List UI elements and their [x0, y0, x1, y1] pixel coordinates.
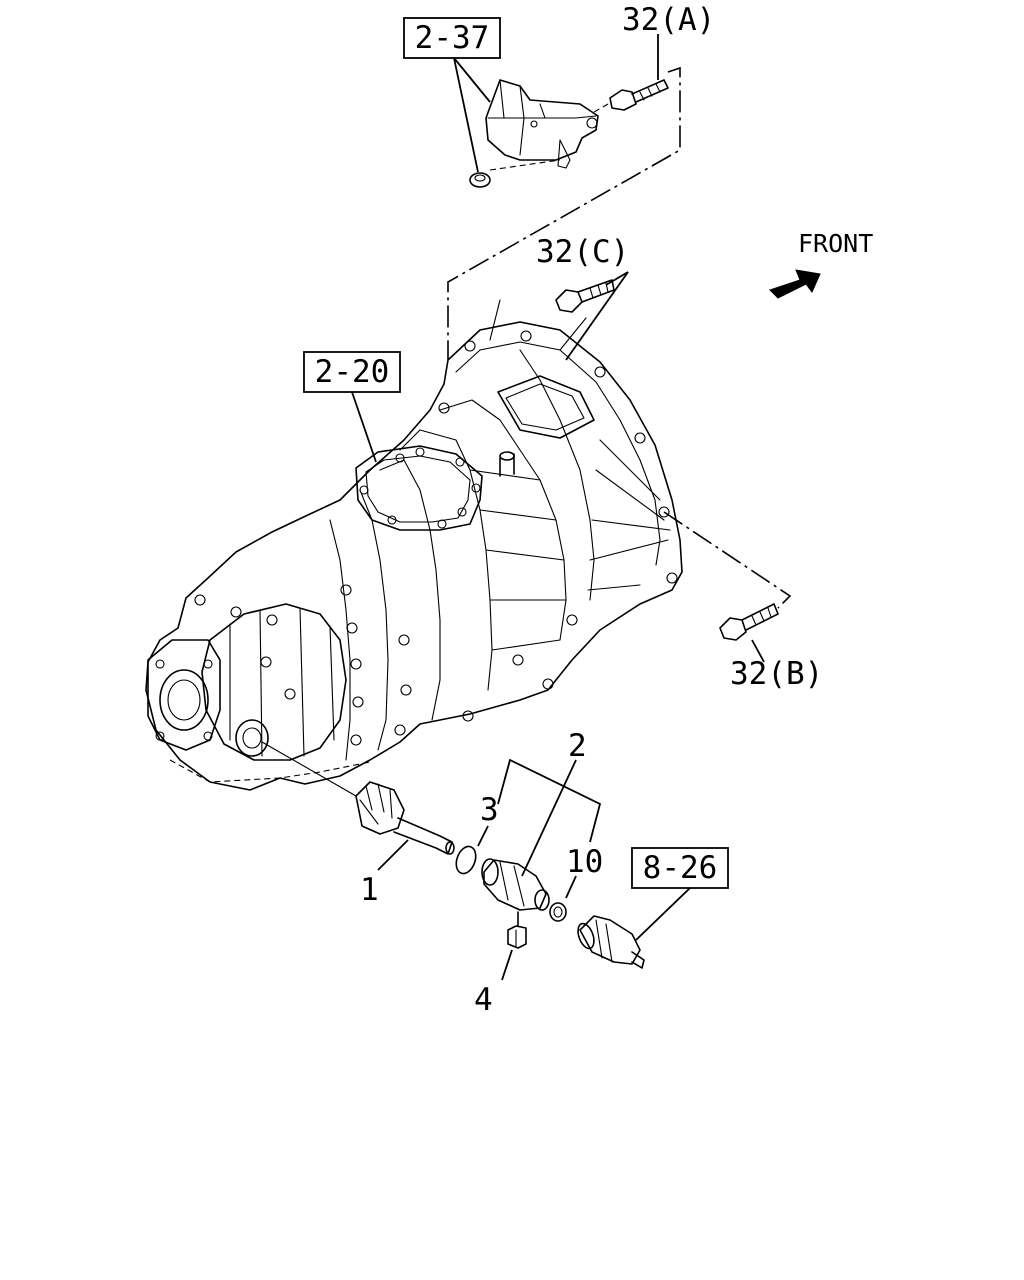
leader-part-1: [377, 839, 409, 871]
label-part-2: 2: [568, 728, 587, 764]
leader-8-26: [635, 887, 691, 941]
label-32c: 32(C): [536, 234, 629, 270]
housing-bolt-heads: [194, 330, 678, 746]
callout-2-37-box: [403, 17, 501, 59]
leader-part-2: [521, 759, 577, 877]
leader-2-37-a: [453, 57, 491, 103]
leader-32b: [751, 639, 765, 663]
speedometer-sleeve: [481, 858, 550, 911]
bolt-32a: [593, 79, 669, 113]
bolt-32b-dashed-line: [663, 511, 792, 609]
callout-8-26-box: [631, 847, 729, 889]
label-part-4: 4: [474, 982, 493, 1018]
callout-8-26: 8-26: [643, 850, 718, 886]
label-part-3: 3: [480, 792, 499, 828]
front-arrow-icon: [769, 269, 821, 299]
leader-part-4: [501, 949, 513, 981]
lock-bolt: [507, 911, 527, 949]
leader-2-37-b: [453, 57, 479, 173]
label-32a: 32(A): [622, 2, 715, 38]
oil-seal: [549, 902, 567, 922]
callout-2-20: 2-20: [315, 354, 390, 390]
bolt-32b: [719, 603, 779, 641]
label-front: FRONT: [798, 229, 873, 258]
leader-part-10: [565, 875, 577, 899]
leader-bracket-3-10: [497, 758, 602, 843]
label-part-10: 10: [566, 844, 603, 880]
leader-part-3: [477, 825, 489, 847]
mount-bracket-assembly: [469, 79, 599, 188]
callout-2-20-box: [303, 351, 401, 393]
callout-2-37: 2-37: [415, 20, 490, 56]
bolt-32c: [555, 279, 615, 313]
o-ring: [455, 845, 477, 875]
leader-32c-b: [605, 271, 629, 286]
speed-sensor: [577, 915, 645, 969]
speedometer-driven-gear: [261, 741, 455, 855]
leader-32c-a: [565, 271, 629, 361]
label-part-1: 1: [360, 872, 379, 908]
label-32b: 32(B): [730, 656, 823, 692]
assembly-outline-dashed-top: [447, 66, 681, 360]
transmission-housing: [145, 299, 683, 791]
leader-2-20: [351, 391, 377, 463]
